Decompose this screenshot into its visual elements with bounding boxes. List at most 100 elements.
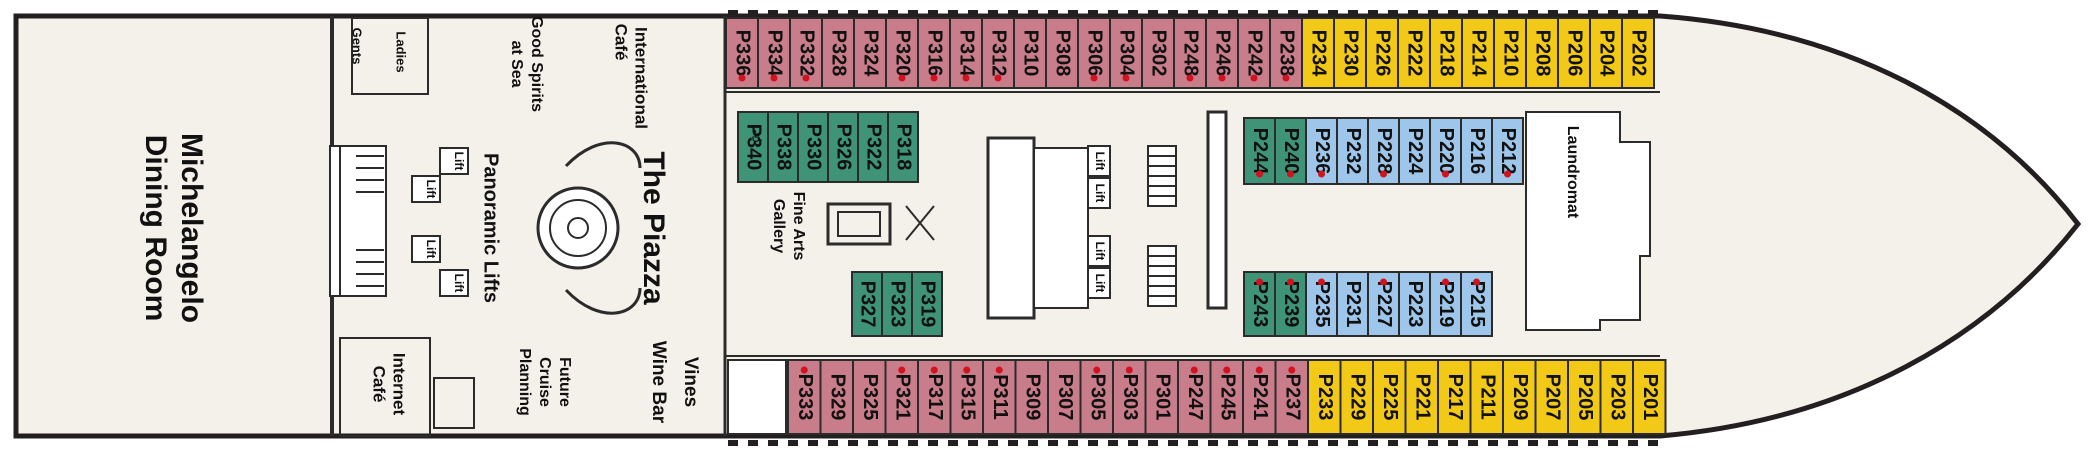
cabin-p206[interactable]: P206 (1557, 17, 1591, 89)
cabin-p319[interactable]: P319 (911, 271, 943, 337)
cabin-p236[interactable]: P236 (1305, 117, 1338, 185)
cabin-p330[interactable]: P330 (797, 111, 829, 183)
window-dash (1548, 10, 1558, 16)
cabin-p324[interactable]: P324 (853, 17, 887, 89)
cabin-p237[interactable]: P237 (1274, 359, 1309, 435)
cabin-p325[interactable]: P325 (852, 359, 887, 435)
cabin-p327[interactable]: P327 (851, 271, 883, 337)
cabin-p302[interactable]: P302 (1141, 17, 1175, 89)
cabin-p332[interactable]: P332 (789, 17, 823, 89)
cabin-number: P301 (1151, 374, 1173, 421)
cabin-p210[interactable]: P210 (1493, 17, 1527, 89)
cabin-p323[interactable]: P323 (881, 271, 913, 337)
window-dash (1408, 440, 1418, 446)
cabin-p245[interactable]: P245 (1209, 359, 1244, 435)
cabin-cell (1045, 17, 1079, 89)
marker-dot (1288, 366, 1296, 374)
cabin-p305[interactable]: P305 (1079, 359, 1114, 435)
cabin-p222[interactable]: P222 (1397, 17, 1431, 89)
cabin-p320[interactable]: P320 (885, 17, 919, 89)
cabin-p329[interactable]: P329 (819, 359, 854, 435)
cabin-p219[interactable]: P219 (1429, 271, 1462, 337)
cabin-cell (1621, 17, 1655, 89)
cabin-p208[interactable]: P208 (1525, 17, 1559, 89)
cabin-p205[interactable]: P205 (1567, 359, 1602, 435)
cabin-p307[interactable]: P307 (1047, 359, 1082, 435)
cabin-p224[interactable]: P224 (1398, 117, 1431, 185)
cabin-p340[interactable]: P340♿ (737, 111, 769, 183)
cabin-p212[interactable]: P212 (1491, 117, 1524, 185)
cabin-p204[interactable]: P204 (1589, 17, 1623, 89)
cabin-p317[interactable]: P317 (917, 359, 952, 435)
window-dash (1508, 10, 1518, 16)
cabin-p248[interactable]: P248 (1173, 17, 1207, 89)
cabin-p336[interactable]: P336 (725, 17, 759, 89)
cabin-p240[interactable]: P240 (1274, 117, 1307, 185)
cabin-number: P325 (859, 374, 881, 421)
cabin-p246[interactable]: P246 (1205, 17, 1239, 89)
cabin-p304[interactable]: P304 (1109, 17, 1143, 89)
cabin-p318[interactable]: P318 (887, 111, 919, 183)
cabin-p241[interactable]: P241 (1242, 359, 1277, 435)
cabin-p230[interactable]: P230 (1333, 17, 1367, 89)
cabin-p201[interactable]: P201 (1632, 359, 1667, 435)
cabin-p239[interactable]: P239 (1274, 271, 1307, 337)
cabin-p232[interactable]: P232 (1336, 117, 1369, 185)
cabin-p244[interactable]: P244 (1243, 117, 1276, 185)
cabin-cell (887, 111, 919, 183)
marker-dot (1256, 170, 1263, 178)
cabin-p225[interactable]: P225 (1372, 359, 1407, 435)
cabin-p221[interactable]: P221 (1404, 359, 1439, 435)
cabin-cell (1404, 359, 1439, 435)
piazza-title: The Piazza (637, 151, 670, 305)
cabin-p227[interactable]: P227 (1367, 271, 1400, 337)
cabin-p238[interactable]: P238 (1269, 17, 1303, 89)
cabin-cell (1333, 17, 1367, 89)
cabin-p242[interactable]: P242 (1237, 17, 1271, 89)
window-dash (1448, 440, 1458, 446)
cabin-p306[interactable]: P306 (1077, 17, 1111, 89)
cabin-p231[interactable]: P231 (1336, 271, 1369, 337)
cabin-p217[interactable]: P217 (1437, 359, 1472, 435)
stairs-aft (329, 145, 387, 297)
cabin-p338[interactable]: P338 (767, 111, 799, 183)
cabin-p214[interactable]: P214 (1461, 17, 1495, 89)
cabin-p207[interactable]: P207 (1534, 359, 1569, 435)
cabin-p226[interactable]: P226 (1365, 17, 1399, 89)
cabin-p209[interactable]: P209 (1502, 359, 1537, 435)
cabin-p328[interactable]: P328 (821, 17, 855, 89)
cabin-p216[interactable]: P216 (1460, 117, 1493, 185)
cabin-number: P240 (1280, 128, 1302, 175)
cabin-p326[interactable]: P326 (827, 111, 859, 183)
cabin-p303[interactable]: P303 (1112, 359, 1147, 435)
cabin-p223[interactable]: P223 (1398, 271, 1431, 337)
cabin-p311[interactable]: P311 (982, 359, 1017, 435)
cabin-p301[interactable]: P301 (1144, 359, 1179, 435)
cabin-p322[interactable]: P322 (857, 111, 889, 183)
cabin-p314[interactable]: P314 (949, 17, 983, 89)
cabin-p202[interactable]: P202 (1621, 17, 1655, 89)
cabin-p203[interactable]: P203 (1599, 359, 1634, 435)
cabin-p312[interactable]: P312 (981, 17, 1015, 89)
cabin-p233[interactable]: P233 (1307, 359, 1342, 435)
cabin-p309[interactable]: P309 (1014, 359, 1049, 435)
cabin-p229[interactable]: P229 (1339, 359, 1374, 435)
cabin-p220[interactable]: P220 (1429, 117, 1462, 185)
cabin-p321[interactable]: P321 (884, 359, 919, 435)
cabin-p234[interactable]: P234 (1301, 17, 1335, 89)
cabin-p315[interactable]: P315 (949, 359, 984, 435)
cabin-p235[interactable]: P235 (1305, 271, 1338, 337)
window-dash (1268, 440, 1278, 446)
cabin-p316[interactable]: P316 (917, 17, 951, 89)
cabin-p218[interactable]: P218 (1429, 17, 1463, 89)
cabin-p308[interactable]: P308 (1045, 17, 1079, 89)
cabin-p228[interactable]: P228 (1367, 117, 1400, 185)
cabin-cell (821, 17, 855, 89)
cabin-p215[interactable]: P215 (1460, 271, 1493, 337)
cabin-p247[interactable]: P247 (1177, 359, 1212, 435)
cabin-p211[interactable]: P211 (1469, 359, 1504, 435)
cabin-p310[interactable]: P310 (1013, 17, 1047, 89)
cabin-p243[interactable]: P243 (1243, 271, 1276, 337)
cabin-p333[interactable]: P333 (787, 359, 822, 435)
cabin-p334[interactable]: P334 (757, 17, 791, 89)
